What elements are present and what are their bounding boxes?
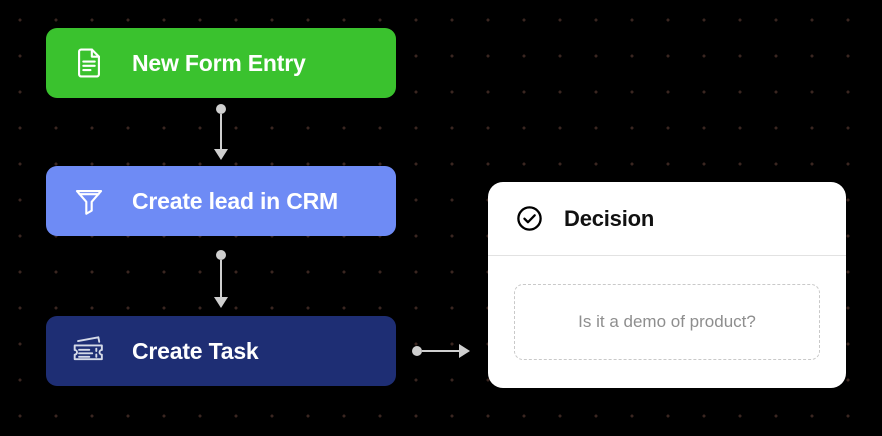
connector-source-dot — [216, 250, 226, 260]
funnel-icon — [70, 182, 108, 220]
flow-node-label: Create Task — [132, 337, 259, 364]
connector-line — [220, 114, 222, 149]
ticket-icon — [70, 332, 108, 370]
flow-node-label: New Form Entry — [132, 49, 306, 76]
decision-condition-dropzone[interactable]: Is it a demo of product? — [514, 284, 820, 360]
decision-card[interactable]: Decision Is it a demo of product? — [488, 182, 846, 388]
flow-node-new-form-entry[interactable]: New Form Entry — [46, 28, 396, 98]
decision-card-title: Decision — [564, 205, 655, 231]
decision-card-body: Is it a demo of product? — [488, 256, 846, 360]
flow-node-create-lead-in-crm[interactable]: Create lead in CRM — [46, 166, 396, 236]
flow-node-create-task[interactable]: Create Task — [46, 316, 396, 386]
flow-node-label: Create lead in CRM — [132, 187, 339, 214]
connector-arrowhead-icon — [214, 297, 228, 308]
connector-source-dot — [412, 346, 422, 356]
connector-arrowhead-icon — [214, 149, 228, 160]
decision-card-header: Decision — [488, 182, 846, 256]
connector-lead-to-task — [207, 250, 235, 308]
decision-condition-placeholder-text: Is it a demo of product? — [578, 312, 756, 331]
connector-line — [220, 260, 222, 297]
connector-task-to-decision — [412, 344, 470, 358]
document-icon — [70, 44, 108, 82]
connector-form-to-lead — [207, 104, 235, 160]
check-circle-icon — [514, 204, 544, 234]
connector-source-dot — [216, 104, 226, 114]
connector-line — [422, 350, 459, 352]
connector-arrowhead-icon — [459, 344, 470, 358]
